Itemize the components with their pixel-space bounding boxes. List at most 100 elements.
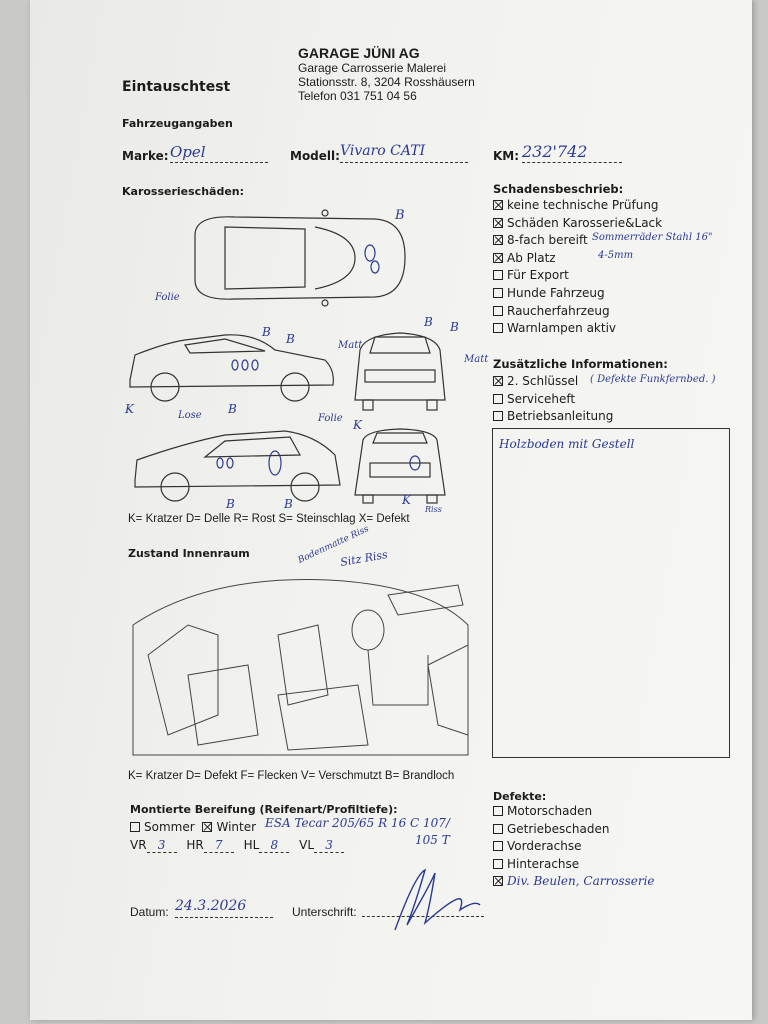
annotation: K bbox=[353, 418, 362, 432]
checkbox-item[interactable]: Schäden Karosserie&Lack bbox=[493, 216, 662, 230]
checkbox-label: Für Export bbox=[507, 268, 569, 283]
sommer-checkbox[interactable] bbox=[130, 822, 140, 832]
vehicle-heading: Fahrzeugangaben bbox=[122, 117, 233, 130]
checkbox-label: 8-fach bereift bbox=[507, 233, 588, 248]
interior-legend: K= Kratzer D= Defekt F= Flecken V= Versc… bbox=[128, 770, 455, 782]
vl-field[interactable]: 3 bbox=[314, 838, 345, 853]
checkbox-label: Vorderachse bbox=[507, 839, 582, 854]
car-rear-view bbox=[354, 428, 446, 504]
body-damage-legend: K= Kratzer D= Delle R= Rost S= Steinschl… bbox=[128, 513, 410, 525]
checkbox-item[interactable]: Raucherfahrzeug bbox=[493, 304, 610, 318]
hl-field[interactable]: 8 bbox=[259, 838, 290, 853]
car-side-view-left bbox=[129, 334, 334, 402]
checkbox-label: Getriebeschaden bbox=[507, 821, 610, 836]
interior-heading: Zustand Innenraum bbox=[128, 547, 250, 560]
checkbox[interactable] bbox=[493, 252, 503, 263]
checkbox-item[interactable]: Motorschaden bbox=[493, 804, 592, 818]
company-line: Garage Carrosserie Malerei bbox=[298, 61, 447, 75]
checkbox[interactable] bbox=[493, 876, 503, 887]
checkbox-item[interactable]: Serviceheft bbox=[493, 392, 575, 406]
checkbox-label: Ab Platz bbox=[507, 250, 556, 265]
winter-checkbox[interactable] bbox=[202, 822, 213, 832]
notes-text: Holzboden mit Gestell bbox=[499, 437, 635, 451]
checkbox[interactable] bbox=[493, 217, 503, 228]
page-title: Eintauschtest bbox=[122, 79, 231, 95]
km-field[interactable]: 232'742 bbox=[522, 142, 622, 163]
checkbox-label: 2. Schlüssel bbox=[507, 374, 579, 388]
tire-spec-2: 105 T bbox=[415, 833, 450, 847]
signature-field[interactable] bbox=[362, 900, 484, 917]
checkbox[interactable] bbox=[493, 323, 503, 334]
tires-heading: Montierte Bereifung (Reifenart/Profiltie… bbox=[130, 803, 398, 816]
car-body-diagram bbox=[129, 209, 446, 504]
checkbox[interactable] bbox=[493, 858, 503, 869]
body-damage-heading: Karosserieschäden: bbox=[122, 185, 245, 198]
modell-field[interactable]: Vivaro CATI bbox=[340, 143, 468, 163]
company-address: Stationsstr. 8, 3204 Rosshäusern bbox=[298, 75, 475, 89]
annotation: B bbox=[226, 497, 235, 511]
checkbox-item[interactable]: keine technische Prüfung bbox=[493, 198, 659, 212]
annotation: K bbox=[402, 493, 411, 507]
checkbox-item[interactable]: 8-fach bereift bbox=[493, 233, 588, 247]
checkbox-item[interactable]: Für Export bbox=[493, 268, 569, 282]
hr-field[interactable]: 7 bbox=[203, 838, 234, 853]
marke-field[interactable]: Opel bbox=[170, 143, 268, 163]
annotation: B bbox=[286, 332, 295, 346]
checkbox[interactable] bbox=[493, 823, 503, 834]
checkbox-item[interactable]: Vorderachse bbox=[493, 839, 581, 853]
checkbox-item[interactable]: Ab Platz bbox=[493, 251, 556, 265]
company-name: GARAGE JÜNI AG bbox=[298, 45, 420, 61]
checkbox-item[interactable]: Hunde Fahrzeug bbox=[493, 286, 605, 300]
checkbox[interactable] bbox=[493, 270, 503, 281]
damage-marks bbox=[216, 244, 421, 476]
key-note: ( Defekte Funkfernbed. ) bbox=[590, 374, 716, 385]
defects-heading: Defekte: bbox=[493, 790, 547, 803]
checkbox[interactable] bbox=[493, 200, 503, 210]
interior-diagram bbox=[132, 579, 469, 756]
checkbox[interactable] bbox=[493, 393, 503, 404]
checkbox-label: Serviceheft bbox=[507, 391, 576, 406]
notes-box[interactable]: Holzboden mit Gestell bbox=[492, 428, 730, 758]
tires-note: Sommerräder Stahl 16" bbox=[592, 232, 713, 243]
checkbox-label: keine technische Prüfung bbox=[507, 198, 659, 212]
checkbox-item[interactable]: Hinterachse bbox=[493, 857, 579, 871]
annotation: B bbox=[284, 497, 293, 511]
checkbox[interactable] bbox=[493, 806, 503, 816]
annotation: K bbox=[125, 402, 134, 416]
checkbox-item[interactable]: Div. Beulen, Carrosserie bbox=[493, 874, 655, 888]
annotation: B bbox=[424, 315, 433, 329]
car-front-view bbox=[354, 332, 446, 411]
checkbox[interactable] bbox=[493, 235, 503, 246]
annotation: Lose bbox=[178, 410, 202, 421]
annotation: Folie bbox=[318, 413, 343, 424]
hl-label: HL bbox=[243, 838, 260, 852]
hr-label: HR bbox=[186, 838, 204, 852]
checkbox[interactable] bbox=[493, 411, 503, 421]
signature-label: Unterschrift: bbox=[292, 905, 357, 919]
form-page bbox=[30, 0, 752, 1020]
datum-field[interactable]: 24.3.2026 bbox=[175, 898, 273, 918]
vr-field[interactable]: 3 bbox=[146, 838, 177, 853]
checkbox-label: Schäden Karosserie&Lack bbox=[507, 215, 663, 230]
checkbox-label: Raucherfahrzeug bbox=[507, 303, 610, 318]
signature-image bbox=[394, 868, 481, 931]
checkbox-item[interactable]: Betriebsanleitung bbox=[493, 409, 613, 423]
checkbox[interactable] bbox=[493, 288, 503, 298]
checkbox-item[interactable]: Getriebeschaden bbox=[493, 822, 609, 836]
annotation: Folie bbox=[155, 292, 180, 303]
checkbox[interactable] bbox=[493, 841, 503, 852]
sommer-label: Sommer bbox=[144, 820, 195, 834]
annotation: B bbox=[395, 208, 405, 223]
annotation: B bbox=[450, 320, 459, 334]
checkbox[interactable] bbox=[493, 376, 503, 386]
annotation: Riss bbox=[425, 505, 442, 514]
checkbox-item[interactable]: Warnlampen aktiv bbox=[493, 321, 616, 335]
winter-label: Winter bbox=[216, 820, 257, 834]
car-top-view bbox=[194, 209, 406, 307]
checkbox[interactable] bbox=[493, 305, 503, 316]
car-side-view-right bbox=[134, 430, 341, 502]
checkbox-item[interactable]: 2. Schlüssel bbox=[493, 374, 578, 388]
checkbox-label: Warnlampen aktiv bbox=[507, 321, 617, 336]
annotation: B bbox=[228, 402, 237, 416]
checkbox-label: Hunde Fahrzeug bbox=[507, 286, 605, 300]
